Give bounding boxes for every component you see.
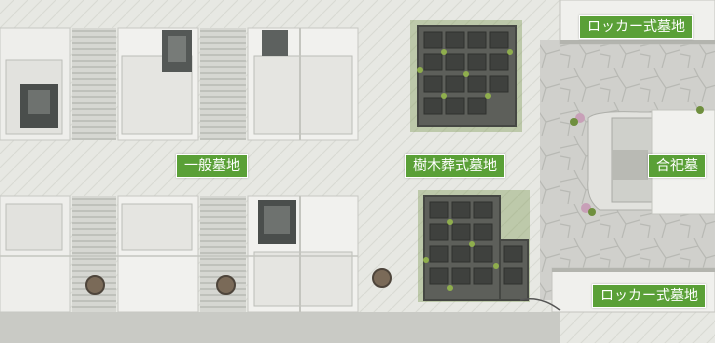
general-grave-area <box>0 27 392 313</box>
joint-grave-label: 合祀墓 <box>648 154 706 178</box>
locker-grave-label-bottom: ロッカー式墓地 <box>592 284 706 308</box>
bottom-walkway <box>0 312 560 343</box>
manhole-icon <box>85 275 105 295</box>
monument-dark <box>262 30 288 56</box>
general-grave-label: 一般墓地 <box>176 154 248 178</box>
tree-burial-area <box>410 20 530 302</box>
tree-burial-grave-label: 樹木葬式墓地 <box>405 154 505 178</box>
manhole-icon <box>372 268 392 288</box>
manhole-icon <box>216 275 236 295</box>
locker-grave-label-top: ロッカー式墓地 <box>579 15 693 39</box>
